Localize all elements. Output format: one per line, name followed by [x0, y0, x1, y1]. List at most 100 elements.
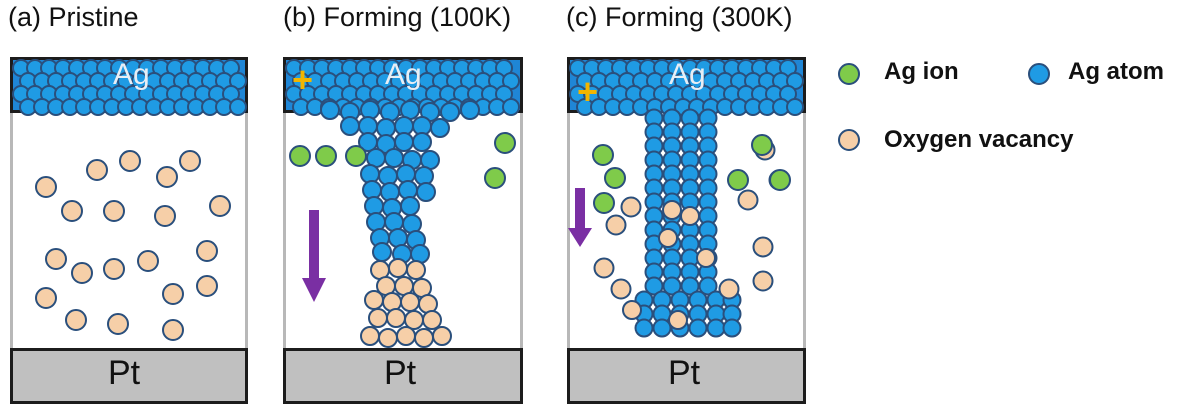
- field-arrow-c: [568, 188, 592, 247]
- ag-atom: [698, 276, 718, 296]
- ag-atom: [394, 132, 414, 152]
- oxygen-vacancy: [209, 195, 231, 217]
- ag-ion: [604, 167, 626, 189]
- oxygen-vacancy: [622, 300, 642, 320]
- oxygen-vacancy: [414, 328, 434, 348]
- ag-atom: [634, 318, 654, 338]
- ag-ion: [593, 192, 615, 214]
- panel-a-title: (a) Pristine: [8, 2, 139, 32]
- pt-electrode-a: [10, 348, 248, 404]
- oxygen-vacancy: [71, 262, 93, 284]
- oxygen-vacancy: [179, 150, 201, 172]
- ag-atom: [440, 102, 460, 122]
- oxygen-vacancy: [35, 176, 57, 198]
- oxygen-vacancy: [658, 228, 678, 248]
- oxygen-vacancy: [752, 270, 774, 292]
- oxygen-vacancy: [162, 283, 184, 305]
- oxygen-vacancy: [196, 240, 218, 262]
- oxygen-vacancy: [156, 166, 178, 188]
- ag-ion: [727, 169, 749, 191]
- oxygen-vacancy: [35, 287, 57, 309]
- ag-ion: [769, 169, 791, 191]
- oxygen-vacancy: [432, 326, 452, 346]
- legend-ag-ion-label: Ag ion: [884, 58, 959, 85]
- panel-c-title: (c) Forming (300K): [566, 2, 793, 32]
- oxygen-vacancy: [45, 248, 67, 270]
- oxygen-vacancy: [605, 214, 627, 236]
- oxygen-vacancy: [406, 260, 426, 280]
- oxygen-vacancy: [662, 200, 682, 220]
- ag-atom: [416, 182, 436, 202]
- ag-atom: [502, 98, 520, 116]
- oxygen-vacancy: [119, 150, 141, 172]
- oxygen-vacancy: [668, 310, 688, 330]
- oxygen-vacancy: [103, 258, 125, 280]
- legend-ag-ion-marker: [838, 63, 860, 85]
- ag-label-a: Ag: [113, 58, 150, 91]
- ag-atom: [412, 132, 432, 152]
- pt-label-c: Pt: [668, 354, 701, 392]
- polarity-plus-b: +: [292, 59, 314, 100]
- oxygen-vacancy: [593, 257, 615, 279]
- ag-label-c: Ag: [669, 58, 706, 91]
- oxygen-vacancy: [196, 275, 218, 297]
- ag-atom: [340, 116, 360, 136]
- oxygen-vacancy: [137, 250, 159, 272]
- oxygen-vacancy: [610, 278, 632, 300]
- oxygen-vacancy: [388, 258, 408, 278]
- pt-electrode-b: [283, 348, 523, 404]
- ag-atom: [384, 148, 404, 168]
- oxygen-vacancy: [737, 189, 759, 211]
- oxygen-vacancy: [386, 308, 406, 328]
- oxygen-vacancy: [378, 328, 398, 348]
- oxygen-vacancy: [718, 278, 740, 300]
- oxygen-vacancy: [752, 236, 774, 258]
- ag-ion: [289, 145, 311, 167]
- ag-ion: [315, 145, 337, 167]
- oxygen-vacancy: [107, 313, 129, 335]
- oxygen-vacancy: [680, 206, 700, 226]
- ag-atom: [320, 100, 340, 120]
- oxygen-vacancy: [360, 326, 380, 346]
- panel-b-title: (b) Forming (100K): [283, 2, 512, 32]
- ag-atom: [372, 242, 392, 262]
- ag-atom: [722, 318, 742, 338]
- ag-atom: [460, 100, 480, 120]
- ag-ion: [484, 167, 506, 189]
- oxygen-vacancy: [400, 292, 420, 312]
- legend-ag-atom-label: Ag atom: [1068, 58, 1164, 85]
- oxygen-vacancy: [154, 205, 176, 227]
- ag-atom: [786, 98, 804, 116]
- oxygen-vacancy: [65, 309, 87, 331]
- ag-atom: [430, 118, 450, 138]
- polarity-plus-c: +: [577, 71, 599, 112]
- ag-atom: [688, 318, 708, 338]
- ag-ion: [494, 132, 516, 154]
- field-arrow-b: [302, 210, 326, 302]
- ag-ion: [592, 144, 614, 166]
- oxygen-vacancy: [368, 308, 388, 328]
- oxygen-vacancy: [162, 319, 184, 341]
- ag-atom: [229, 98, 247, 116]
- legend-oxygen-vacancy-marker: [838, 129, 860, 151]
- ag-label-b: Ag: [385, 58, 422, 91]
- oxygen-vacancy: [61, 200, 83, 222]
- ag-atom: [400, 196, 420, 216]
- pt-label-b: Pt: [384, 354, 417, 392]
- pt-electrode-c: [567, 348, 806, 404]
- oxygen-vacancy: [364, 290, 384, 310]
- legend-oxygen-vacancy-label: Oxygen vacancy: [884, 126, 1074, 153]
- legend-ag-atom-marker: [1028, 63, 1050, 85]
- oxygen-vacancy: [422, 310, 442, 330]
- ag-ion: [751, 134, 773, 156]
- ag-atom: [652, 318, 672, 338]
- oxygen-vacancy: [86, 159, 108, 181]
- oxygen-vacancy: [396, 326, 416, 346]
- pt-label-a: Pt: [108, 354, 141, 392]
- oxygen-vacancy: [696, 248, 716, 268]
- oxygen-vacancy: [620, 196, 642, 218]
- oxygen-vacancy: [103, 200, 125, 222]
- ag-ion: [345, 145, 367, 167]
- ag-atom: [706, 318, 726, 338]
